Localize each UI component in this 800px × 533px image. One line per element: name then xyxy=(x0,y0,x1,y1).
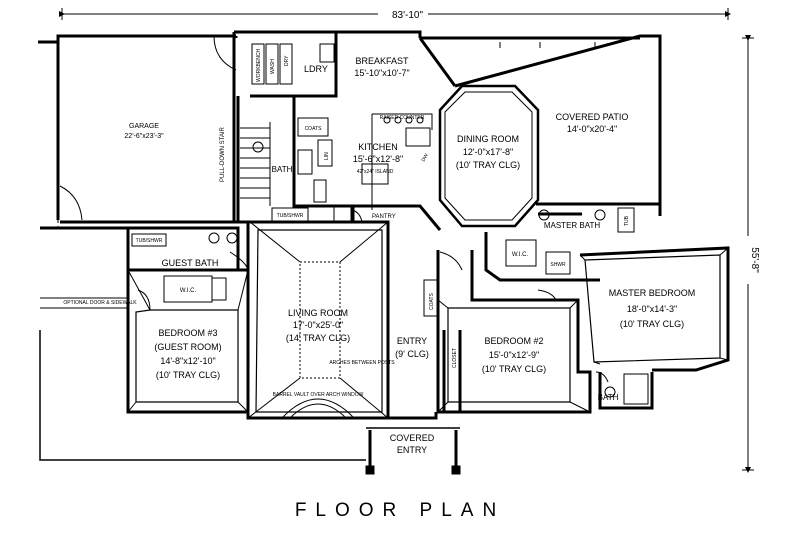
kitchen-dw: DW xyxy=(421,153,431,163)
living-barrel: BARREL VAULT OVER ARCH WINDOW xyxy=(273,392,364,398)
breakfast-size: 15'-10"x10'-7" xyxy=(354,68,409,78)
living-arches: ARCHES BETWEEN POSTS xyxy=(329,360,395,366)
covered-entry-line2: ENTRY xyxy=(397,445,427,455)
garage-name: GARAGE xyxy=(129,123,159,130)
entry-name: ENTRY xyxy=(397,336,427,346)
bedroom3-size: 14'-8"x12'-10" xyxy=(160,356,215,366)
workbench-label: WORKBENCH xyxy=(256,49,262,82)
master-bath-tub: TUB xyxy=(624,215,630,226)
bedroom2-name: BEDROOM #2 xyxy=(484,336,543,346)
kitchen-name: KITCHEN xyxy=(358,142,398,152)
living-name: LIVING ROOM xyxy=(288,308,348,318)
master-wic: W.I.C. xyxy=(512,252,529,258)
covered-entry-line1: COVERED xyxy=(390,433,435,443)
breakfast-name: BREAKFAST xyxy=(355,56,409,66)
laundry-name: LDRY xyxy=(304,64,328,74)
dining-name: DINING ROOM xyxy=(457,134,519,144)
bedroom2-ceiling: (10' TRAY CLG) xyxy=(482,364,546,374)
depth-label: 55'-8" xyxy=(749,247,760,273)
dining-size: 12'-0"x17'-8" xyxy=(463,147,513,157)
master-bath-name: MASTER BATH xyxy=(544,221,601,230)
kitchen-counter: RAISED COUNTER xyxy=(380,115,425,121)
guest-bath-tub: TUB/SHWR xyxy=(136,238,163,244)
living-size: 17'-0"x25'-0" xyxy=(293,320,343,330)
dining-ceiling: (10' TRAY CLG) xyxy=(456,160,520,170)
optional-door: OPTIONAL DOOR & SIDEWALK xyxy=(63,300,137,306)
width-label: 83'-10" xyxy=(392,10,423,21)
bedroom2-size: 15'-0"x12'-9" xyxy=(489,350,539,360)
master-size: 18'-0"x14'-3" xyxy=(627,304,677,314)
bedroom2-closet: CLOSET xyxy=(452,348,458,368)
bedroom3-name: BEDROOM #3 xyxy=(158,328,217,338)
stair-label: PULL-DOWN STAIR xyxy=(220,126,226,182)
bath-coats: COATS xyxy=(305,126,323,132)
bath-linen: LIN xyxy=(324,152,330,160)
bath-tub: TUB/SHWR xyxy=(277,213,304,219)
kitchen-size: 15'-6"x12'-8" xyxy=(353,154,403,164)
living-ceiling: (14' TRAY CLG) xyxy=(286,333,350,343)
entry-coats: COATS xyxy=(429,292,435,310)
master-bath-shower: SHWR xyxy=(550,262,566,268)
patio-size: 14'-0"x20'-4" xyxy=(567,124,617,134)
entry-ceiling: (9' CLG) xyxy=(395,349,429,359)
bedroom3-ceiling: (10' TRAY CLG) xyxy=(156,370,220,380)
bath-name: BATH xyxy=(272,165,293,174)
labels: GARAGE 22'-6"x23'-3" LDRY WORKBENCH WASH… xyxy=(63,49,695,455)
washer-label: WASH xyxy=(270,59,276,74)
interior-lines xyxy=(39,35,729,475)
kitchen-pantry: PANTRY xyxy=(372,214,396,220)
master-name: MASTER BEDROOM xyxy=(609,288,696,298)
floor-plan-caption: FLOOR PLAN xyxy=(294,500,506,521)
garage-size: 22'-6"x23'-3" xyxy=(124,133,164,140)
guest-bath-name: GUEST BATH xyxy=(162,258,219,268)
kitchen-island: 42"x24" ISLAND xyxy=(357,169,394,175)
bedroom3-sub: (GUEST ROOM) xyxy=(154,342,221,352)
patio-name: COVERED PATIO xyxy=(556,112,629,122)
master-bath2-name: BATH xyxy=(598,393,619,402)
master-ceiling: (10' TRAY CLG) xyxy=(620,319,684,329)
dryer-label: DRY xyxy=(284,55,290,66)
guest-wic: W.I.C. xyxy=(180,288,197,294)
